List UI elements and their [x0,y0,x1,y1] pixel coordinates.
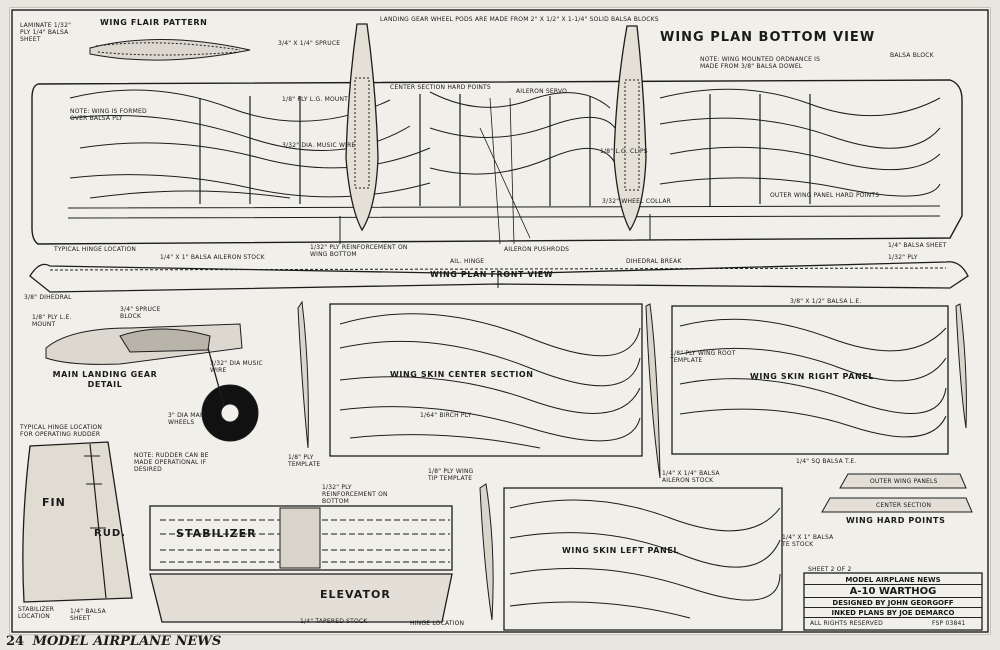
fin-title: FIN [42,496,66,509]
note-aileron-servo: AILERON SERVO [516,88,568,95]
designed-by: DESIGNED BY JOHN GEORGOFF [804,599,982,608]
note-balsa-le: 3/8" x 1/2" BALSA L.E. [790,298,862,305]
note-root-template: 1/8" PLY WING ROOT TEMPLATE [670,350,736,364]
note-ply-le-mount: 1/8" PLY L.E. MOUNT [32,314,72,328]
wing-skin-left [503,487,783,631]
wing-skin-center [329,303,643,457]
wing-skin-center-title: WING SKIN CENTER SECTION [390,370,534,379]
note-outer-panels: OUTER WING PANELS [870,478,938,485]
note-balsa-sheet: 1/4" BALSA SHEET [888,242,947,249]
wing-plan-bottom-title: WING PLAN BOTTOM VIEW [660,30,876,45]
note-rudder: NOTE: RUDDER CAN BE MADE OPERATIONAL IF … [134,452,209,473]
note-hinge: AIL. HINGE [450,258,485,265]
note-ply-mount: 1/8" PLY L.G. MOUNT [282,96,349,103]
wing-skin-right [671,305,949,455]
note-hinge-location: TYPICAL HINGE LOCATION [54,246,137,253]
stabilizer-drawing [149,505,453,623]
page-footer: 24 MODEL AIRPLANE NEWS [6,634,221,649]
note-center-sec: CENTER SECTION [876,502,932,509]
note-lg-clips: 1/8" L.G. CLIPS [600,148,648,155]
note-aileron-pushrods: AILERON PUSHRODS [504,246,570,253]
title-block: SHEET 2 OF 2 MODEL AIRPLANE NEWS A-10 WA… [804,566,982,630]
note-balsa-te: 1/4" SQ BALSA T.E. [796,458,857,465]
note-balsa-block: BALSA BLOCK [890,52,934,59]
note-laminate: LAMINATE 1/32" PLY 1/4" BALSA SHEET [20,22,72,43]
wing-flair-title: WING FLAIR PATTERN [100,18,208,27]
wing-flair-pattern [89,38,251,61]
note-music-wire-2: 3/32" DIA MUSIC WIRE [210,360,263,374]
note-music-wire: 3/32" DIA. MUSIC WIRE [282,142,356,149]
landing-gear-detail [45,323,259,442]
plan-sheet: WING FLAIR PATTERN WING PLAN BOTTOM VIEW… [10,8,990,634]
note-birch-ply: 1/64" BIRCH PLY [420,412,472,419]
wing-plan-front [29,261,969,293]
note-wing-mount: NOTE: WING MOUNTED ORDNANCE IS MADE FROM… [700,56,821,70]
note-dihedral: 3/8" DIHEDRAL [24,294,72,301]
plan-drawing [11,9,989,633]
note-hinge-loc: HINGE LOCATION [410,620,465,627]
note-tip-template: 1/8" PLY WING TIP TEMPLATE [428,468,474,482]
note-balsa-te-2: 1/4" x 1" BALSA TE STOCK [782,534,834,548]
stabilizer-title: STABILIZER [176,527,257,540]
note-dihedral-break: DIHEDRAL BREAK [626,258,682,265]
wing-skin-left-title: WING SKIN LEFT PANEL [562,546,680,555]
note-gear-pods: LANDING GEAR WHEEL PODS ARE MADE FROM 2"… [380,16,659,23]
rights: ALL RIGHTS RESERVED [810,620,883,627]
note-wheel-collar: 3/32" WHEEL COLLAR [602,198,672,205]
publisher: MODEL AIRPLANE NEWS [804,576,982,585]
note-center-section: CENTER SECTION HARD POINTS [390,84,491,91]
landing-gear-title: MAIN LANDING GEAR DETAIL [52,370,158,389]
note-tapered-stock: 1/4" TAPERED STOCK [300,618,368,625]
wing-plan-front-title: WING PLAN FRONT VIEW [430,270,554,279]
note-wheels: 3" DIA MAIN WHEELS [168,412,207,426]
note-balsa-sheet-2: 1/4" BALSA SHEET [70,608,106,622]
note-ply-reinf-bottom: 1/32" PLY REINFORCEMENT ON BOTTOM [322,484,388,505]
note-spruce-spar: 3/4" x 1/4" SPRUCE [278,40,341,47]
fsp-code: FSP 03841 [932,620,966,627]
model-name: A-10 WARTHOG [804,586,982,598]
note-ply-template: 1/8" PLY TEMPLATE [288,454,321,468]
wing-hard-points-title: WING HARD POINTS [846,516,946,525]
rudder-title: RUD. [94,528,126,539]
fin-rudder-drawing [22,441,133,603]
magazine-name: MODEL AIRPLANE NEWS [32,634,222,649]
note-outer-panel: OUTER WING PANEL HARD POINTS [770,192,880,199]
wing-skin-right-title: WING SKIN RIGHT PANEL [750,372,875,381]
note-ply-reinforce: 1/32" PLY REINFORCEMENT ON WING BOTTOM [310,244,408,258]
note-spruce-block: 3/4" SPRUCE BLOCK [120,306,161,320]
elevator-title: ELEVATOR [320,588,391,601]
wing-hard-points-drawing [821,473,973,513]
page-number: 24 [6,634,25,649]
note-balsa-stock: 1/4" x 1/4" BALSA AILERON STOCK [662,470,720,484]
note-ply-32: 1/32" PLY [888,254,918,261]
inked-by: INKED PLANS BY JOE DEMARCO [804,609,982,618]
note-hinge-rudder: TYPICAL HINGE LOCATION FOR OPERATING RUD… [20,424,103,438]
note-wing-skin: NOTE: WING IS FORMED OVER BALSA PLY [70,108,147,122]
sheet-number: SHEET 2 OF 2 [808,566,852,573]
note-aileron-stock: 1/4" x 1" BALSA AILERON STOCK [160,254,265,261]
wing-plan-bottom [31,23,963,245]
note-stab-location: STABILIZER LOCATION [18,606,55,620]
